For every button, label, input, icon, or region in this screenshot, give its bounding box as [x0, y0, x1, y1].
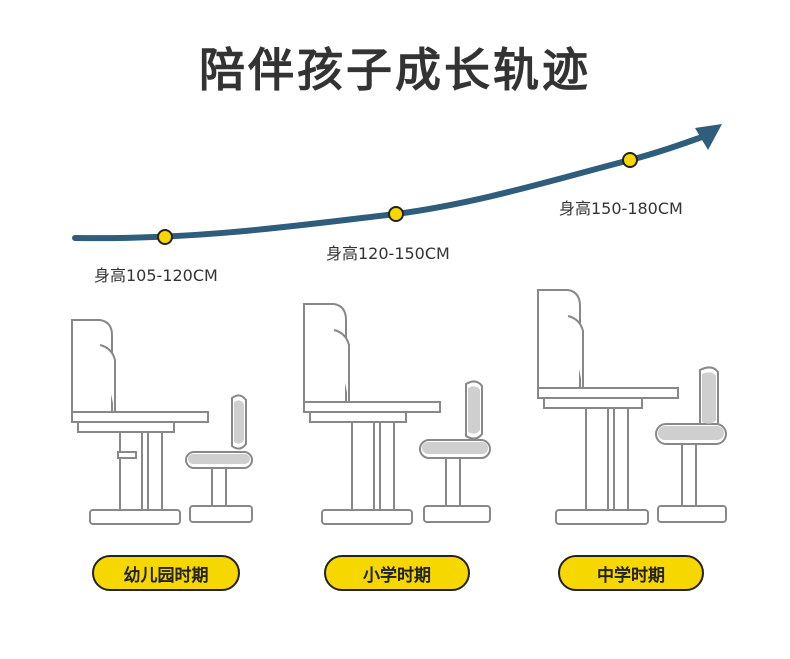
- stage-pill-kindergarten: 幼儿园时期: [92, 555, 240, 591]
- milestone-dot-2: [388, 206, 404, 222]
- milestone-dot-1: [157, 229, 173, 245]
- milestone-dot-3: [622, 152, 638, 168]
- stage-pill-primary: 小学时期: [324, 555, 470, 591]
- height-label-1: 身高105-120CM: [94, 266, 218, 285]
- page-title: 陪伴孩子成长轨迹: [199, 43, 591, 97]
- growth-curve-line: [72, 133, 708, 242]
- stage-pill-middle: 中学时期: [558, 555, 704, 591]
- height-label-2: 身高120-150CM: [326, 244, 450, 263]
- arrow-head-icon: [695, 124, 722, 150]
- height-label-3: 身高150-180CM: [559, 199, 683, 218]
- growth-curve: [72, 124, 722, 245]
